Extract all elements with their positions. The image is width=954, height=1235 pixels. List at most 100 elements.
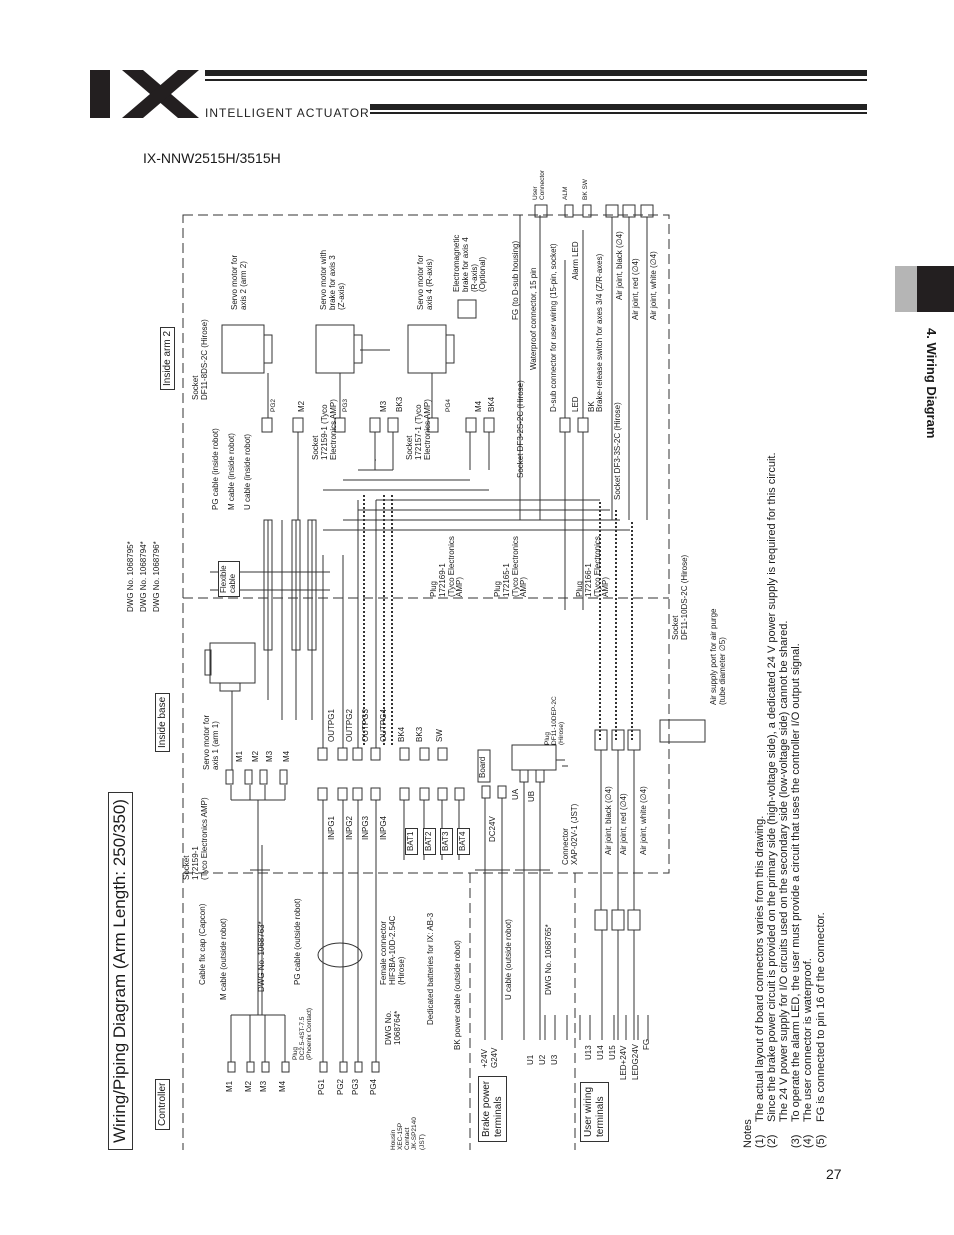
out-connectors [317, 500, 448, 761]
flexible-cable-trunk [210, 519, 330, 720]
plug-172169-label: Plug 172169-1 (Tyco Electronics AMP) [429, 536, 465, 597]
plug-172169-line4: AMP) [455, 577, 465, 597]
alm-label: ALM [562, 186, 569, 200]
inpg2: INPG2 [345, 815, 354, 840]
note-3-text: To operate the alarm LED, the user must … [790, 643, 803, 1122]
dwg-1068795: DWG No. 1068795* [126, 541, 135, 612]
note-5-text: FG is connected to pin 16 of the connect… [814, 912, 827, 1122]
air-joint-in-white: Air joint, white (∅4) [639, 786, 648, 855]
cable-fix-cap-label: Cable fix cap (Capcon) [198, 903, 207, 985]
plug-phoenix-label: Plug DC2.5-4ST-7.5 (Phoenix Contact) [292, 1008, 313, 1060]
term-u13: U13 [584, 1045, 593, 1060]
female-connector-label: Female connector HIF3BA-10D-2.54C (Hiros… [379, 916, 406, 985]
term-u1: U1 [526, 1054, 535, 1065]
air-joint-white-label: Air joint, white (∅4) [649, 251, 658, 320]
housing-line2: XEC-15P [397, 1122, 405, 1150]
user-connector-line1: User [532, 186, 539, 200]
socket1-label: Socket 172159-1 (Tyco Electronics AMP) [182, 797, 209, 880]
note-4: (4)The user connector is waterproof. [802, 453, 815, 1148]
dotted-cables [363, 495, 633, 745]
base-m4: M4 [282, 750, 291, 762]
bat1: BAT1 [405, 827, 418, 855]
servo-axis1 [204, 642, 256, 770]
housing-line1: Housin [390, 1129, 397, 1150]
term-m4: M4 [278, 1080, 287, 1092]
air-purge-line2: (tube diameter ∅5) [717, 637, 727, 705]
brake4-label: Electromagnetic brake for axis 4 (R-axis… [452, 235, 488, 292]
user-connector-line2: Connector [539, 170, 547, 200]
plug-df-line2: DF11-10DEP-2C [551, 696, 559, 745]
plug-172166-line4: AMP) [601, 577, 611, 597]
pg-cable-inside: PG cable (inside robot) [211, 428, 220, 510]
user-terminals-line2: terminals [594, 1096, 606, 1137]
socket1-line3: (Tyco Electronics AMP) [199, 797, 209, 880]
air-joint-in-red: Air joint, red (∅4) [619, 793, 628, 855]
connector-xap-label: Connector XAP-02V-1 (JST) [561, 803, 580, 865]
servo1-line2: axis 1 (arm 1) [210, 721, 220, 770]
m4-label: M4 [474, 400, 483, 412]
term-u15: U15 [608, 1045, 617, 1060]
note-4-text: The user connector is waterproof. [802, 958, 815, 1122]
plug-df-line1: Plug [544, 731, 551, 745]
bk4-label: BK4 [487, 396, 496, 412]
inpg3: INPG3 [361, 815, 370, 840]
air-joints [594, 719, 706, 1040]
m3-label: M3 [379, 400, 388, 412]
brake-terminals-line1: Brake power [481, 1080, 492, 1137]
brake-terminals-box: Brake power terminals [478, 1075, 507, 1142]
u-cable-inside: U cable (inside robot) [243, 433, 252, 510]
housing-line3: Contact [404, 1127, 412, 1150]
term-fg: FG [642, 1038, 651, 1050]
note-2-num: (2) [766, 1134, 779, 1148]
alarm-led-label: Alarm LED [571, 241, 580, 280]
dsub-led-bk [519, 215, 589, 610]
servo-axis3 [315, 324, 399, 470]
flexible-cable-box: Flexible cable [218, 561, 240, 597]
note-1-num: (1) [754, 1134, 767, 1148]
notes-heading: Notes [742, 1119, 754, 1148]
socket-df3-3s-label: Socket DF3-3S-2C (Hirose) [613, 402, 622, 500]
notes-block: Notes (1)The actual layout of board conn… [742, 453, 827, 1149]
ix-logo [90, 70, 199, 118]
term-u3: U3 [550, 1054, 559, 1065]
dwg-pg-line2: 1068764* [392, 1010, 402, 1045]
plug-172165-label: Plug 172165-1 (Tyco Electronics AMP) [493, 536, 529, 597]
brake4-line4: (Optional) [478, 256, 488, 292]
u-cable [511, 744, 568, 1040]
term-plus24v: +24V [480, 1049, 489, 1068]
waterproof-label: Waterproof connector, 15 pin [529, 267, 538, 370]
user-wiring-lines [566, 1015, 649, 1040]
m2-label: M2 [297, 400, 306, 412]
pg4-label: PG4 [445, 398, 452, 412]
plug-172165-line4: AMP) [519, 577, 529, 597]
plug-172166-label: Plug 172166-1 (Tyco Electronics AMP) [575, 536, 611, 597]
term-u14: U14 [596, 1045, 605, 1060]
dwg-m-label: DWG No. 1068763* [257, 921, 266, 992]
fg-dsub-label: FG (to D-sub housing) [511, 240, 520, 320]
socket-df11-10-line2: DF11-10DS-2C (Hirose) [679, 554, 689, 640]
ub-label: UB [527, 790, 536, 802]
socket-172157-line3: Electronics AMP) [422, 399, 432, 460]
servo1-label: Servo motor for axis 1 (arm 1) [202, 715, 221, 770]
socket-172159-line3: Electronics AMP) [328, 399, 338, 460]
plug-phoenix-line2: DC2.5-4ST-7.5 [299, 1016, 307, 1060]
m-cable-inside: M cable (inside robot) [227, 433, 236, 510]
air-purge-label: Air supply port for air purge (tube diam… [709, 609, 728, 706]
pg3-label: PG3 [342, 398, 349, 412]
base-m1: M1 [235, 750, 244, 762]
page-number: 27 [826, 1166, 842, 1182]
board-label: Board [478, 756, 487, 778]
header-rule-bottom [370, 104, 867, 110]
section-tab-grey [895, 266, 917, 312]
servo3-label: Servo motor with brake for axis 3 (Z-axi… [319, 250, 346, 310]
outpg4: OUTPG4 [379, 709, 388, 742]
air-joint-in-black: Air joint, black (∅4) [604, 786, 613, 855]
bk3-base: BK3 [415, 726, 424, 742]
plug-phoenix-line3: (Phoenix Contact) [306, 1007, 314, 1060]
connector-xap-line2: XAP-02V-1 (JST) [569, 803, 579, 865]
dwg-1068794: DWG No. 1068794* [139, 541, 148, 612]
term-pg1: PG1 [317, 1078, 326, 1095]
term-led-g24v: LEDG24V [631, 1043, 640, 1080]
plug-df-line3: (Hirose) [558, 721, 566, 745]
